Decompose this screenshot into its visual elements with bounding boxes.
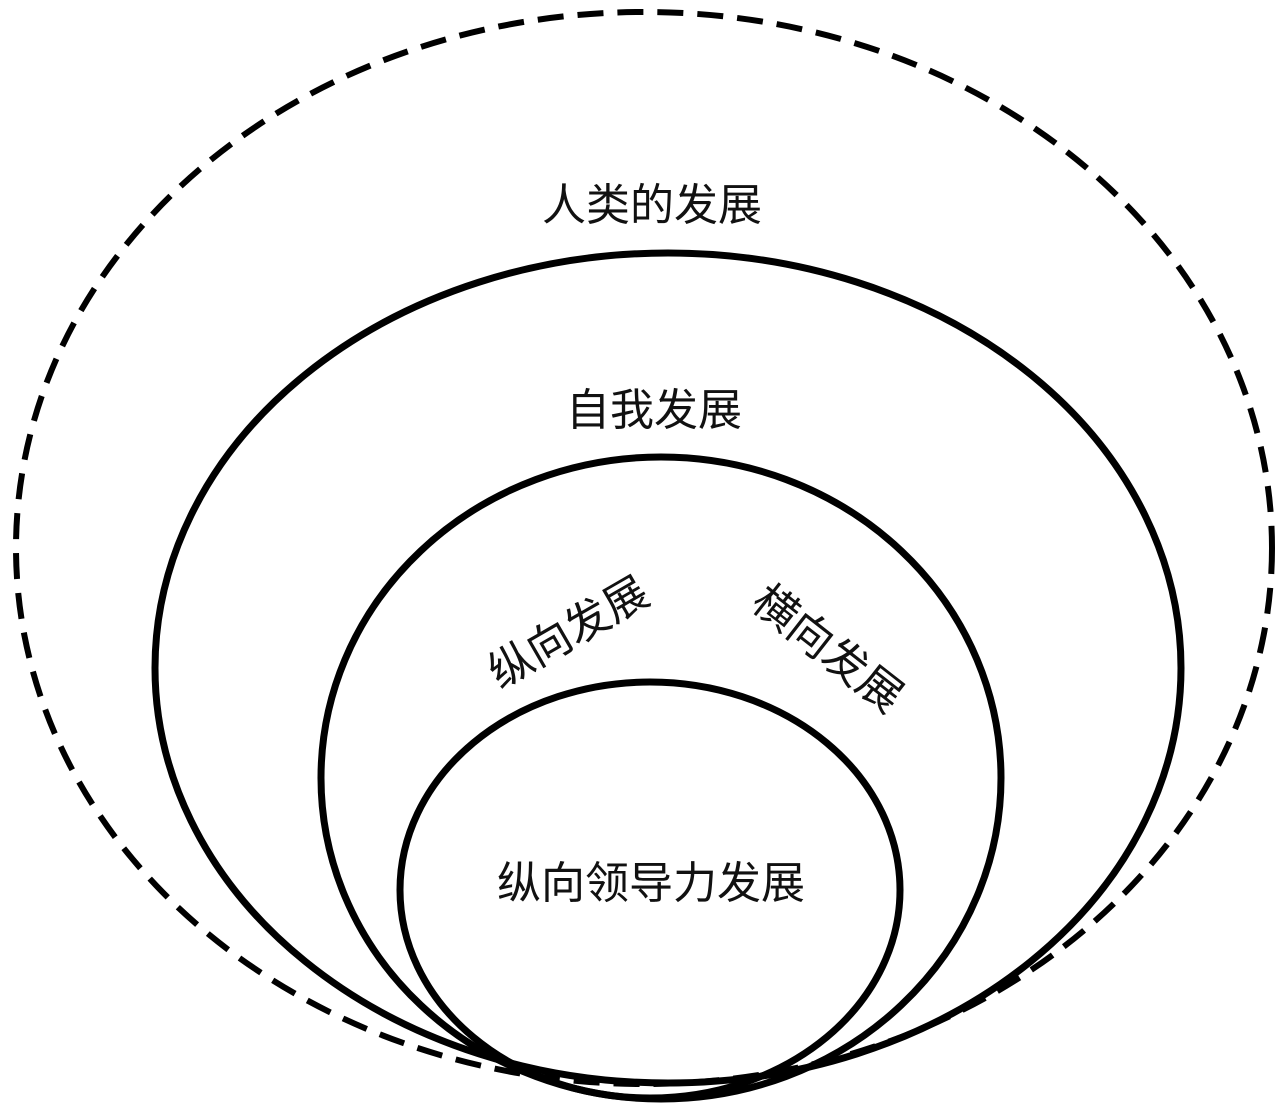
label-vertical-leadership-development: 纵向领导力发展 — [497, 858, 805, 909]
human-development-ring — [13, 9, 1275, 1087]
label-horizontal-development: 横向发展 — [742, 575, 912, 724]
self-development-ring — [151, 249, 1185, 1087]
vertical-horizontal-ring — [317, 453, 1005, 1103]
vertical-leadership-ring — [396, 678, 904, 1102]
label-human-development: 人类的发展 — [542, 180, 762, 231]
label-self-development: 自我发展 — [566, 385, 742, 436]
